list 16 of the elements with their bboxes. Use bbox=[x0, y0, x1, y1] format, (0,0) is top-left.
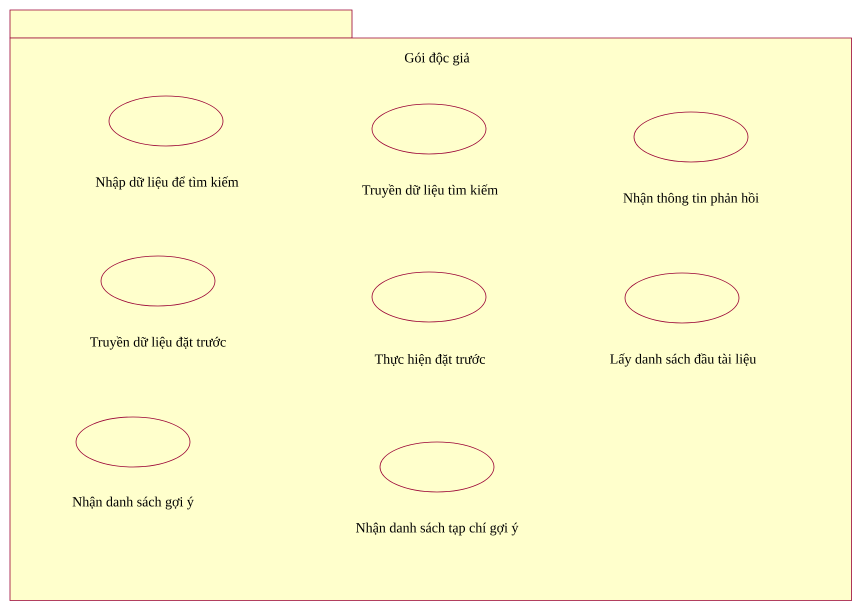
node-label: Truyền dữ liệu đặt trước bbox=[90, 336, 226, 350]
node-label: Nhận danh sách gợi ý bbox=[72, 496, 194, 510]
use-case: Nhận danh sách gợi ý bbox=[72, 416, 194, 510]
node-label: Thực hiện đặt trước bbox=[374, 354, 486, 366]
use-case: Lấy danh sách đầu tài liệu bbox=[610, 272, 756, 367]
use-case: Thực hiện đặt trước bbox=[372, 272, 486, 366]
node-label: Nhận danh sách tạp chí gợi ý bbox=[356, 522, 518, 536]
use-case: Truyền dữ liệu đặt trước bbox=[90, 256, 226, 350]
use-case: Truyền dữ liệu tìm kiếm bbox=[362, 104, 498, 198]
node-label: Nhập dữ liệu để tìm kiếm bbox=[96, 176, 238, 190]
use-case: Nhận danh sách tạp chí gợi ý bbox=[356, 442, 518, 536]
node-label: Lấy danh sách đầu tài liệu bbox=[610, 353, 756, 367]
use-case: Nhận thông tin phản hồi bbox=[623, 112, 759, 206]
node-label: Nhận thông tin phản hồi bbox=[623, 192, 759, 206]
use-case: Nhập dữ liệu để tìm kiếm bbox=[96, 96, 238, 190]
node-label: Truyền dữ liệu tìm kiếm bbox=[362, 184, 498, 198]
